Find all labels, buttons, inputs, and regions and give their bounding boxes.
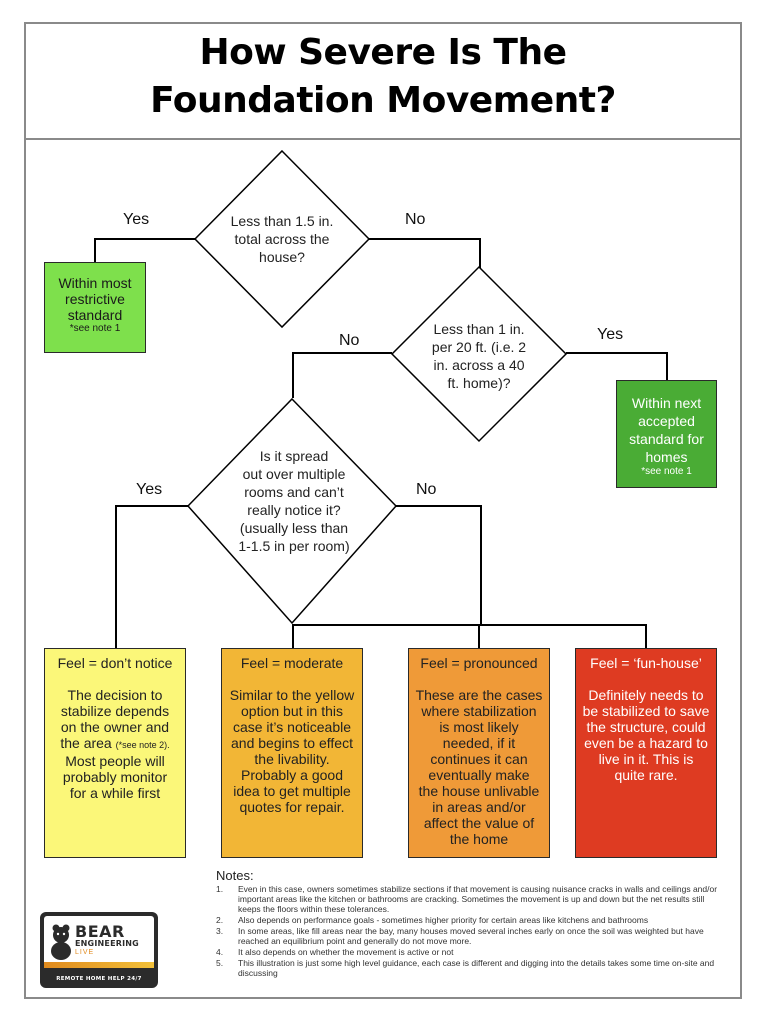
feel-box-dont-notice: Feel = don’t notice The decision to stab… <box>44 648 186 858</box>
page-frame <box>24 22 742 999</box>
bear-engineering-logo: BEAR ENGINEERING LIVE REMOTE HOME HELP 2… <box>40 912 158 988</box>
logo-tagline: REMOTE HOME HELP 24/7 <box>56 976 142 982</box>
note-item: 5.This illustration is just some high le… <box>216 958 715 978</box>
connector <box>292 352 294 398</box>
connector <box>292 352 392 354</box>
logo-word-live: LIVE <box>75 949 95 956</box>
connector <box>94 238 196 240</box>
branch-label-d2-no: No <box>339 332 360 349</box>
decision-diamond-2 <box>390 265 568 443</box>
connector <box>292 624 646 626</box>
connector <box>666 352 668 380</box>
connector <box>292 624 294 648</box>
branch-label-d3-yes: Yes <box>136 481 163 498</box>
note-item: 4.It also depends on whether the movemen… <box>216 947 454 957</box>
connector <box>369 238 480 240</box>
logo-stripe <box>44 962 154 968</box>
connector <box>115 505 117 648</box>
logo-word-bear: BEAR <box>75 922 125 941</box>
notes-section: Notes: 1.Even in this case, owners somet… <box>216 868 726 979</box>
outcome-within-most-restrictive: Within most restrictive standard *see no… <box>44 262 146 353</box>
connector <box>478 624 480 648</box>
feel-box-pronounced: Feel = pronounced These are the cases wh… <box>408 648 550 858</box>
decision-1-text: Less than 1.5 in. total across the house… <box>230 213 334 265</box>
decision-3-text: Is it spread out over multiple rooms and… <box>238 448 350 554</box>
feel-box-moderate: Feel = moderate Similar to the yellow op… <box>221 648 363 858</box>
decision-2-text: Less than 1 in. per 20 ft. (i.e. 2 in. a… <box>431 321 527 391</box>
page-title-line-2: Foundation Movement? <box>150 80 616 121</box>
connector <box>396 505 481 507</box>
branch-label-d2-yes: Yes <box>597 326 624 343</box>
decision-diamond-1 <box>193 149 371 329</box>
branch-label-d3-no: No <box>416 481 437 498</box>
connector <box>479 238 481 268</box>
note-item: 3.In some areas, like fill areas near th… <box>216 926 704 946</box>
connector <box>94 238 96 262</box>
page-title-line-1: How Severe Is The <box>199 32 567 73</box>
note-item: 1.Even in this case, owners sometimes st… <box>216 884 718 914</box>
feel-box-fun-house: Feel = ‘fun-house’ Definitely needs to b… <box>575 648 717 858</box>
connector <box>566 352 667 354</box>
outcome-within-next-accepted: Within next accepted standard for homes … <box>616 380 717 488</box>
connector <box>115 505 188 507</box>
connector <box>645 624 647 648</box>
connector <box>480 505 482 625</box>
logo-word-engineering: ENGINEERING <box>75 939 139 948</box>
note-item: 2.Also depends on performance goals - so… <box>216 915 649 925</box>
bear-icon <box>51 924 71 960</box>
title-area: How Severe Is The Foundation Movement? <box>24 22 742 140</box>
branch-label-d1-no: No <box>405 211 426 228</box>
notes-heading: Notes: <box>216 868 254 883</box>
branch-label-d1-yes: Yes <box>123 211 150 228</box>
decision-diamond-3 <box>186 397 398 625</box>
